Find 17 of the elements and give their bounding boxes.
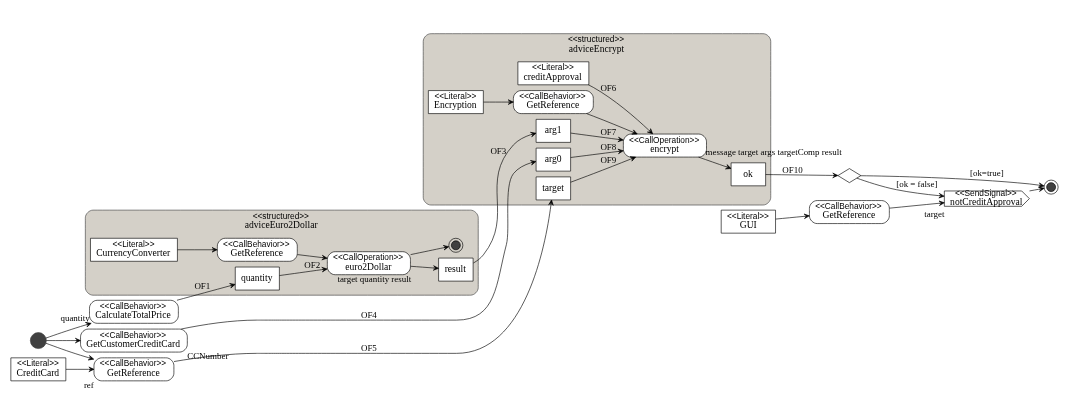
edge-label: OF5 (360, 342, 377, 353)
edge-label: OF2 (304, 259, 321, 270)
edge-label: OF10 (782, 164, 803, 175)
edge-label: OF7 (600, 127, 617, 138)
edge-label: OF6 (600, 82, 617, 93)
node-label: ref (83, 380, 94, 391)
edge-label: [ok=true] (969, 167, 1004, 178)
edge-label: OF8 (600, 141, 617, 152)
edge-label: OF1 (194, 280, 211, 291)
node-label: target (924, 209, 945, 220)
edge-label: OF3 (490, 146, 507, 156)
edge-label: OF9 (600, 154, 617, 165)
edge-label: OF4 (360, 309, 377, 320)
node-label: message target args targetComp result (705, 146, 842, 157)
edge-label: [ok = false] (896, 179, 938, 190)
node-label: target quantity result (337, 273, 412, 284)
node-label: quantity (60, 312, 90, 323)
